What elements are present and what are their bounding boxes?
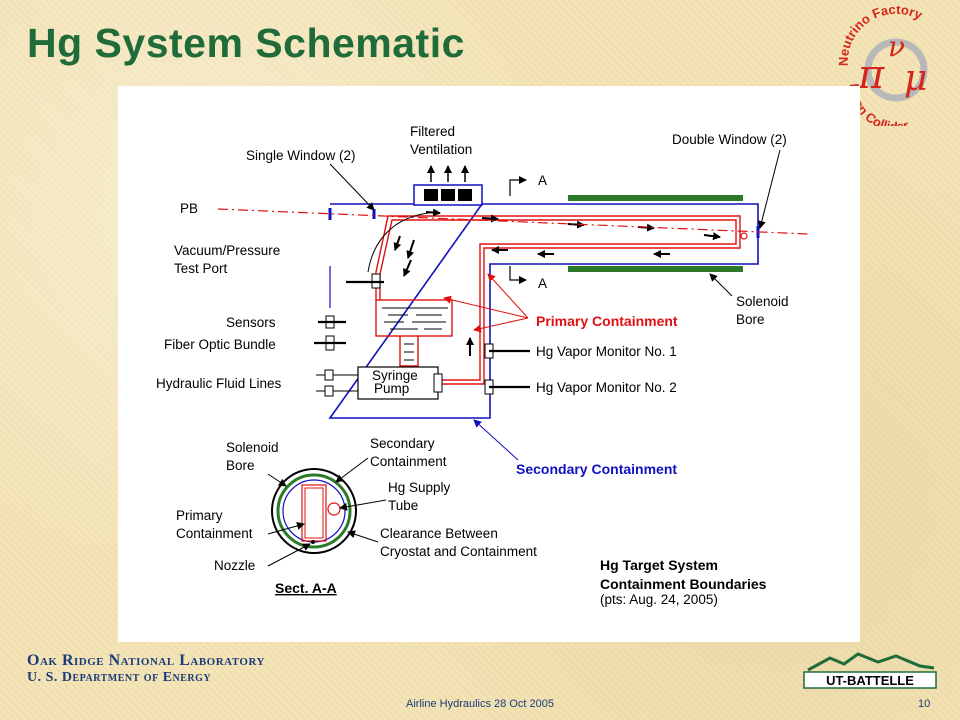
boundaries-title-1: Hg Target System — [600, 557, 718, 573]
single-window-label: Single Window (2) — [246, 148, 356, 163]
svg-text:μ: μ — [904, 58, 927, 99]
hg-jet-curve — [367, 211, 439, 273]
section-leaders — [267, 457, 387, 567]
sect-title: Sect. A-A — [275, 580, 337, 596]
hg-vapor-monitor-1: Hg Vapor Monitor No. 1 — [536, 344, 677, 359]
sect-solenoid-2: Bore — [226, 458, 255, 473]
slide-title: Hg System Schematic — [27, 20, 465, 66]
footer-center-text: Airline Hydraulics 28 Oct 2005 — [406, 698, 554, 710]
vacuum-label-1: Vacuum/Pressure — [174, 243, 280, 258]
proton-beam-line — [217, 208, 809, 235]
org-line-2: U. S. Department of Energy — [27, 670, 212, 685]
hg-system-schematic: Syringe Pump Filtered Ventilation Single… — [156, 124, 809, 607]
sect-supply-2: Tube — [388, 498, 418, 513]
syringe-pump-label-1: Syringe — [372, 368, 418, 383]
sect-clearance-2: Cryostat and Containment — [380, 544, 537, 559]
solenoid-bore-label-2: Bore — [736, 312, 765, 327]
sect-nozzle: Nozzle — [214, 558, 255, 573]
flow-arrows — [393, 208, 721, 356]
solenoid-top — [568, 195, 743, 201]
section-marks — [509, 176, 527, 284]
ut-battelle-logo: UT-BATTELLE — [803, 652, 937, 689]
sect-solenoid-1: Solenoid — [226, 440, 279, 455]
hg-pool — [382, 307, 448, 361]
solenoid-bottom — [568, 266, 743, 272]
hg-vapor-monitor-2: Hg Vapor Monitor No. 2 — [536, 380, 677, 395]
filtered-label-2: Ventilation — [410, 142, 472, 157]
ut-battelle-text: UT-BATTELLE — [826, 673, 914, 688]
section-a-a — [271, 468, 357, 554]
double-window-label: Double Window (2) — [672, 132, 787, 147]
vapor-monitors — [484, 343, 530, 395]
pb-label: PB — [180, 201, 198, 216]
ports — [314, 266, 384, 397]
fiber-optic-label: Fiber Optic Bundle — [164, 337, 276, 352]
vacuum-label-2: Test Port — [174, 261, 228, 276]
sect-primary-2: Containment — [176, 526, 253, 541]
org-footer: Oak Ridge National Laboratory U. S. Depa… — [27, 652, 265, 686]
page-number: 10 — [918, 698, 931, 710]
sect-secondary-1: Secondary — [370, 436, 435, 451]
svg-text:ν: ν — [888, 30, 905, 63]
filtered-ventilation-box — [413, 165, 483, 206]
leader-lines — [329, 149, 781, 461]
secondary-containment-label: Secondary Containment — [516, 461, 677, 477]
syringe-pump-box — [357, 366, 439, 400]
hydraulic-lines-label: Hydraulic Fluid Lines — [156, 376, 282, 391]
org-line-1: Oak Ridge National Laboratory — [27, 652, 265, 669]
section-mark-top: A — [538, 173, 547, 188]
primary-containment-outline — [375, 215, 741, 385]
schematic-panel: Syringe Pump Filtered Ventilation Single… — [118, 86, 860, 642]
sect-clearance-1: Clearance Between — [380, 526, 498, 541]
sect-primary-1: Primary — [176, 508, 223, 523]
solenoid-bore-label-1: Solenoid — [736, 294, 789, 309]
sect-secondary-2: Containment — [370, 454, 447, 469]
section-mark-bottom: A — [538, 276, 547, 291]
syringe-pump-label-2: Pump — [374, 381, 409, 396]
boundaries-note: (pts: Aug. 24, 2005) — [600, 592, 718, 607]
sensors-label: Sensors — [226, 315, 276, 330]
boundaries-title-2: Containment Boundaries — [600, 576, 767, 592]
primary-containment-label: Primary Containment — [536, 313, 678, 329]
sect-supply-1: Hg Supply — [388, 480, 451, 495]
filtered-label-1: Filtered — [410, 124, 455, 139]
svg-text:π: π — [857, 52, 885, 98]
